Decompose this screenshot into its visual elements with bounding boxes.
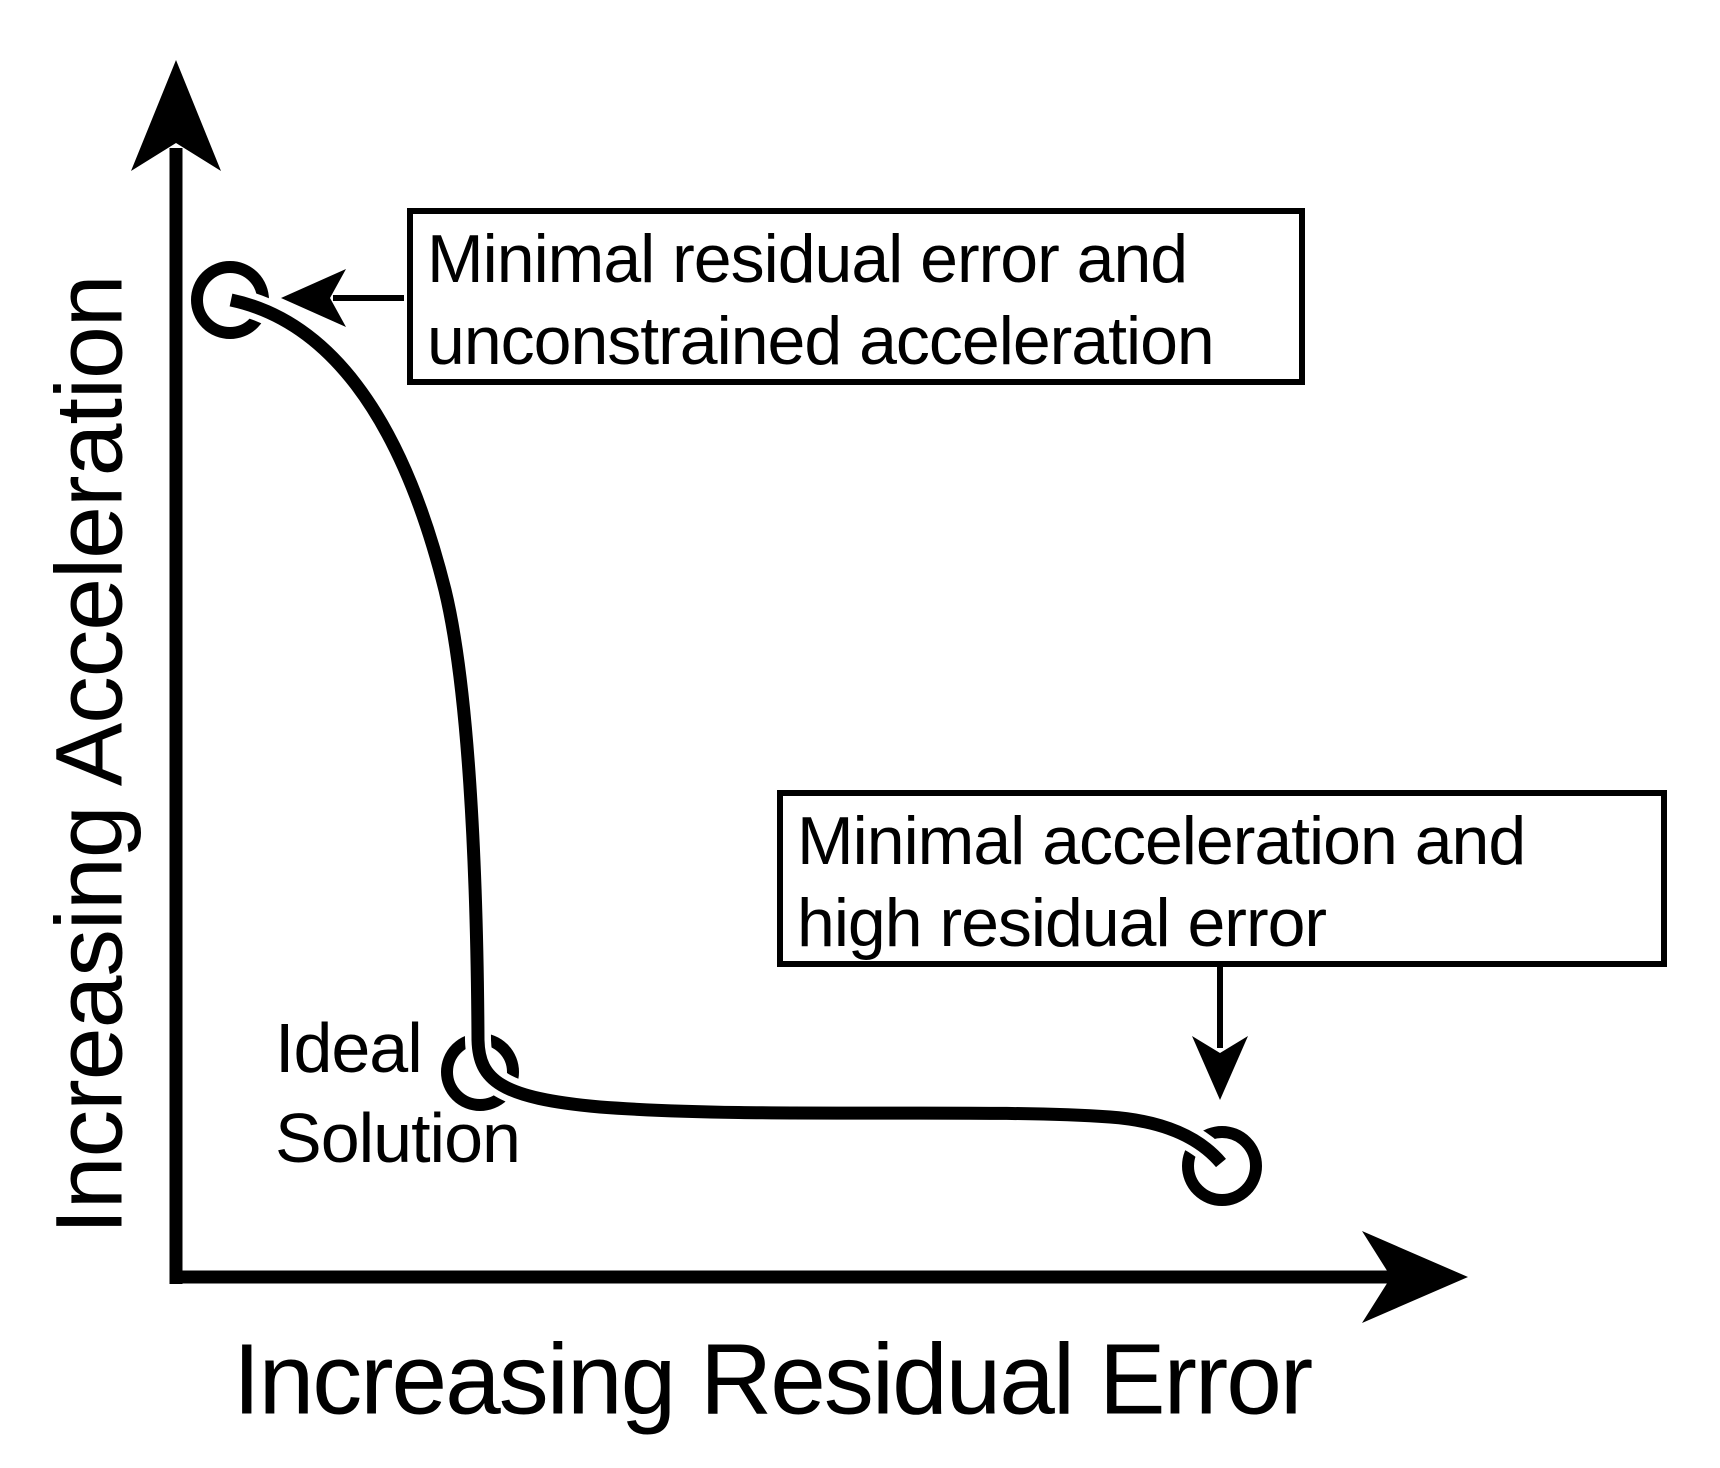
y-axis-label: Increasing Acceleration [36, 275, 143, 1235]
callout-line: high residual error [797, 885, 1327, 961]
ideal-solution-line: Ideal [275, 1009, 423, 1087]
annotation-arrow-right-head [1192, 1036, 1248, 1100]
x-axis-label: Increasing Residual Error [232, 1323, 1313, 1436]
callout-min-residual-error: Minimal residual error and unconstrained… [407, 208, 1305, 385]
callout-line: unconstrained acceleration [427, 303, 1215, 379]
callout-line: Minimal acceleration and [797, 803, 1526, 879]
ideal-solution-label: Ideal Solution [275, 1003, 521, 1183]
callout-min-acceleration: Minimal acceleration and high residual e… [777, 790, 1667, 967]
marker-min-acceleration [1182, 1126, 1262, 1206]
annotation-arrow-top-head [281, 269, 346, 327]
tradeoff-curve [229, 293, 1226, 1168]
x-axis-arrowhead [1362, 1231, 1468, 1323]
y-axis-arrowhead [131, 60, 221, 171]
ideal-solution-line: Solution [275, 1099, 521, 1177]
callout-line: Minimal residual error and [427, 221, 1188, 297]
